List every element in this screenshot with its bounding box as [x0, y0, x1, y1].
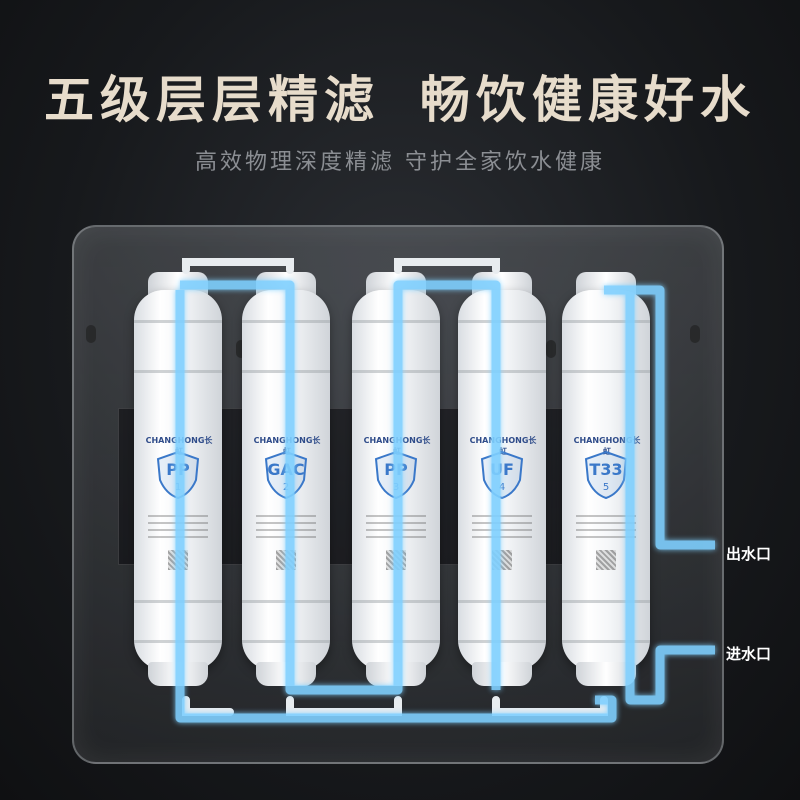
- filter-ring: [562, 370, 650, 373]
- qr-code: [596, 550, 616, 570]
- bottom-connector-4-5: [492, 696, 608, 716]
- filter-body: [562, 290, 650, 670]
- bottom-connector-2-3: [286, 696, 402, 716]
- headline: 五级层层精滤畅饮健康好水: [0, 60, 800, 132]
- filter-ring: [562, 600, 650, 603]
- filter-stage: 5: [602, 482, 610, 493]
- screw-hole: [546, 340, 556, 358]
- filter-ring: [458, 600, 546, 603]
- filter-fine-print: [472, 515, 532, 517]
- top-connector-3-4: [394, 258, 500, 274]
- outlet-label: 出水口: [726, 545, 772, 563]
- filter-fine-print: [472, 536, 532, 538]
- outlet-path: [604, 285, 715, 550]
- serpentine-path: [180, 280, 501, 695]
- filter-ring: [458, 320, 546, 323]
- screw-hole: [236, 340, 246, 358]
- headline-part-1: 五级层层精滤: [44, 71, 380, 129]
- bottom-connector-1: [182, 696, 234, 716]
- filter-ring: [562, 640, 650, 643]
- filter-body: [458, 290, 546, 670]
- filter-base: [472, 662, 532, 686]
- filter-fine-print: [472, 529, 532, 531]
- shield-icon: [584, 450, 628, 500]
- tube-connectors: [182, 258, 608, 716]
- top-connector-1-2: [182, 258, 294, 274]
- filter-cartridge: CHANGHONG长虹T335: [562, 260, 650, 700]
- subheadline: 高效物理深度精滤 守护全家饮水健康: [195, 150, 605, 175]
- screw-hole: [86, 325, 96, 343]
- inlet-label: 进水口: [726, 645, 772, 663]
- headline-part-2: 畅饮健康好水: [420, 71, 756, 129]
- flow-path: [175, 280, 715, 723]
- filter-ring: [458, 640, 546, 643]
- filter-fine-print: [472, 522, 532, 524]
- base-path: [175, 290, 617, 723]
- filter-ring: [458, 370, 546, 373]
- screw-hole: [690, 325, 700, 343]
- filter-stage: 4: [498, 482, 506, 493]
- filter-fine-print: [576, 529, 636, 531]
- filter-fine-print: [576, 522, 636, 524]
- filter-ring: [562, 320, 650, 323]
- filter-code: T33: [589, 460, 623, 479]
- filter-fine-print: [576, 515, 636, 517]
- filter-fine-print: [576, 536, 636, 538]
